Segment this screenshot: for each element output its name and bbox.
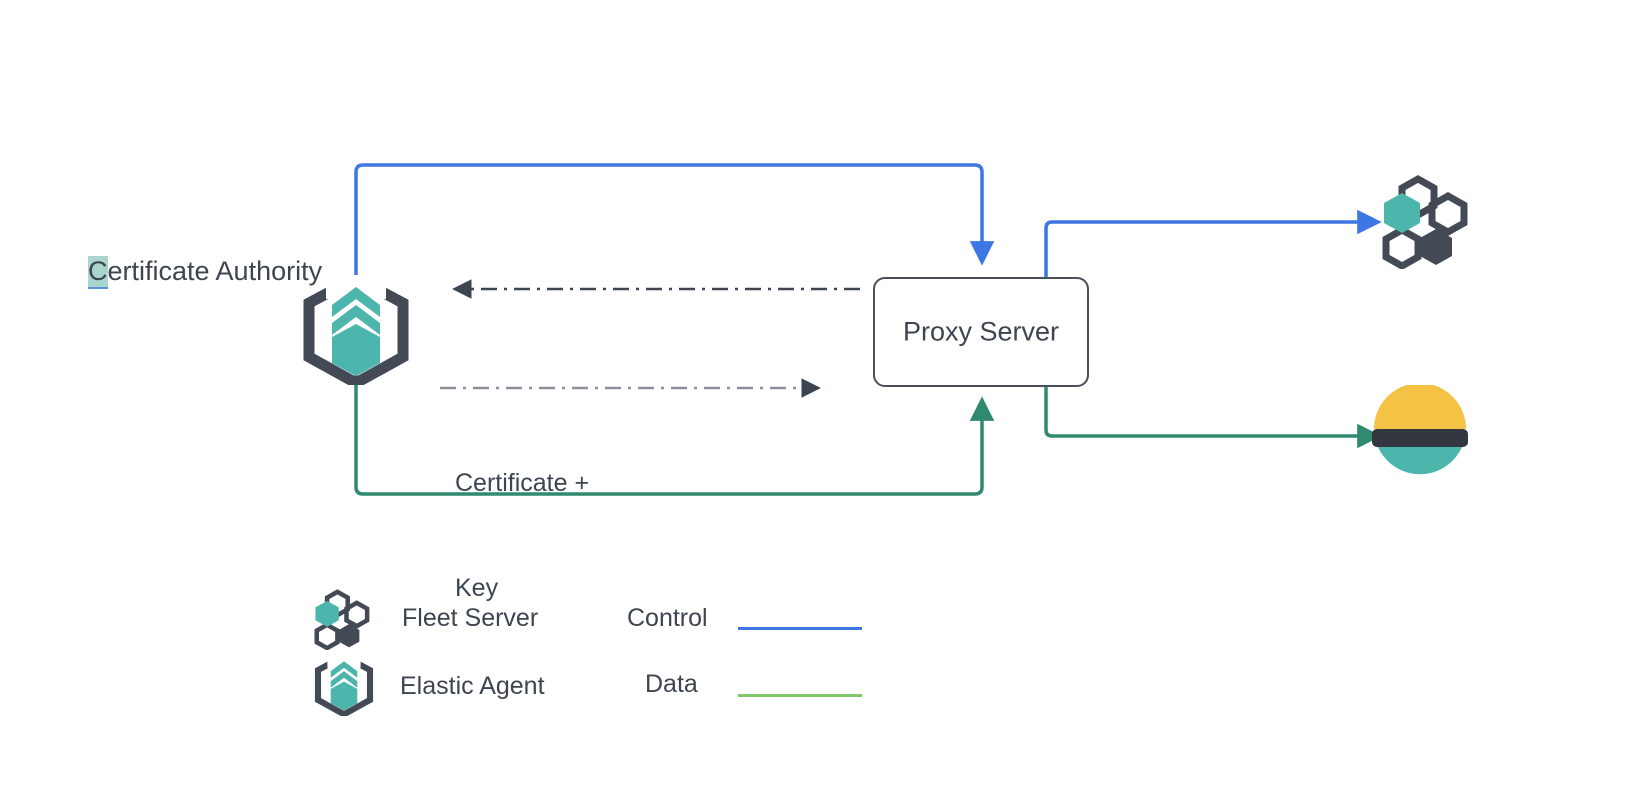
edge-control-proxy-to-fleet: [1044, 209, 1382, 277]
legend-data-line-swatch: [738, 694, 862, 697]
legend-fleet-server-icon: [307, 588, 373, 651]
legend-elastic-agent-icon: [313, 652, 375, 718]
proxy-server-node[interactable]: Proxy Server: [873, 277, 1089, 387]
certificate-authority-label-rest: ertificate Authority: [107, 256, 323, 286]
proxy-server-label: Proxy Server: [902, 316, 1060, 347]
legend-fleet-server-label: Fleet Server: [402, 604, 539, 632]
certificate-key-edge-label: Certificate + Key: [455, 396, 589, 676]
edge-data-proxy-to-elasticsearch: [1044, 387, 1382, 449]
legend-data-label: Data: [645, 670, 698, 698]
edge-data-agent-to-proxy: [354, 375, 995, 496]
legend-control-line-swatch: [738, 627, 862, 630]
certificate-key-line-2: Key: [455, 574, 499, 602]
certificate-key-line-1: Certificate +: [455, 469, 590, 497]
legend-elastic-agent-label: Elastic Agent: [400, 672, 545, 700]
fleet-server-icon: [1372, 173, 1472, 271]
legend-control-label: Control: [627, 604, 708, 632]
elasticsearch-icon: [1370, 383, 1470, 485]
certificate-authority-label: Certificate Authority: [88, 254, 323, 289]
edge-control-agent-to-proxy: [354, 163, 995, 290]
selected-character: C: [88, 256, 108, 289]
elastic-agent-icon: [300, 271, 412, 390]
